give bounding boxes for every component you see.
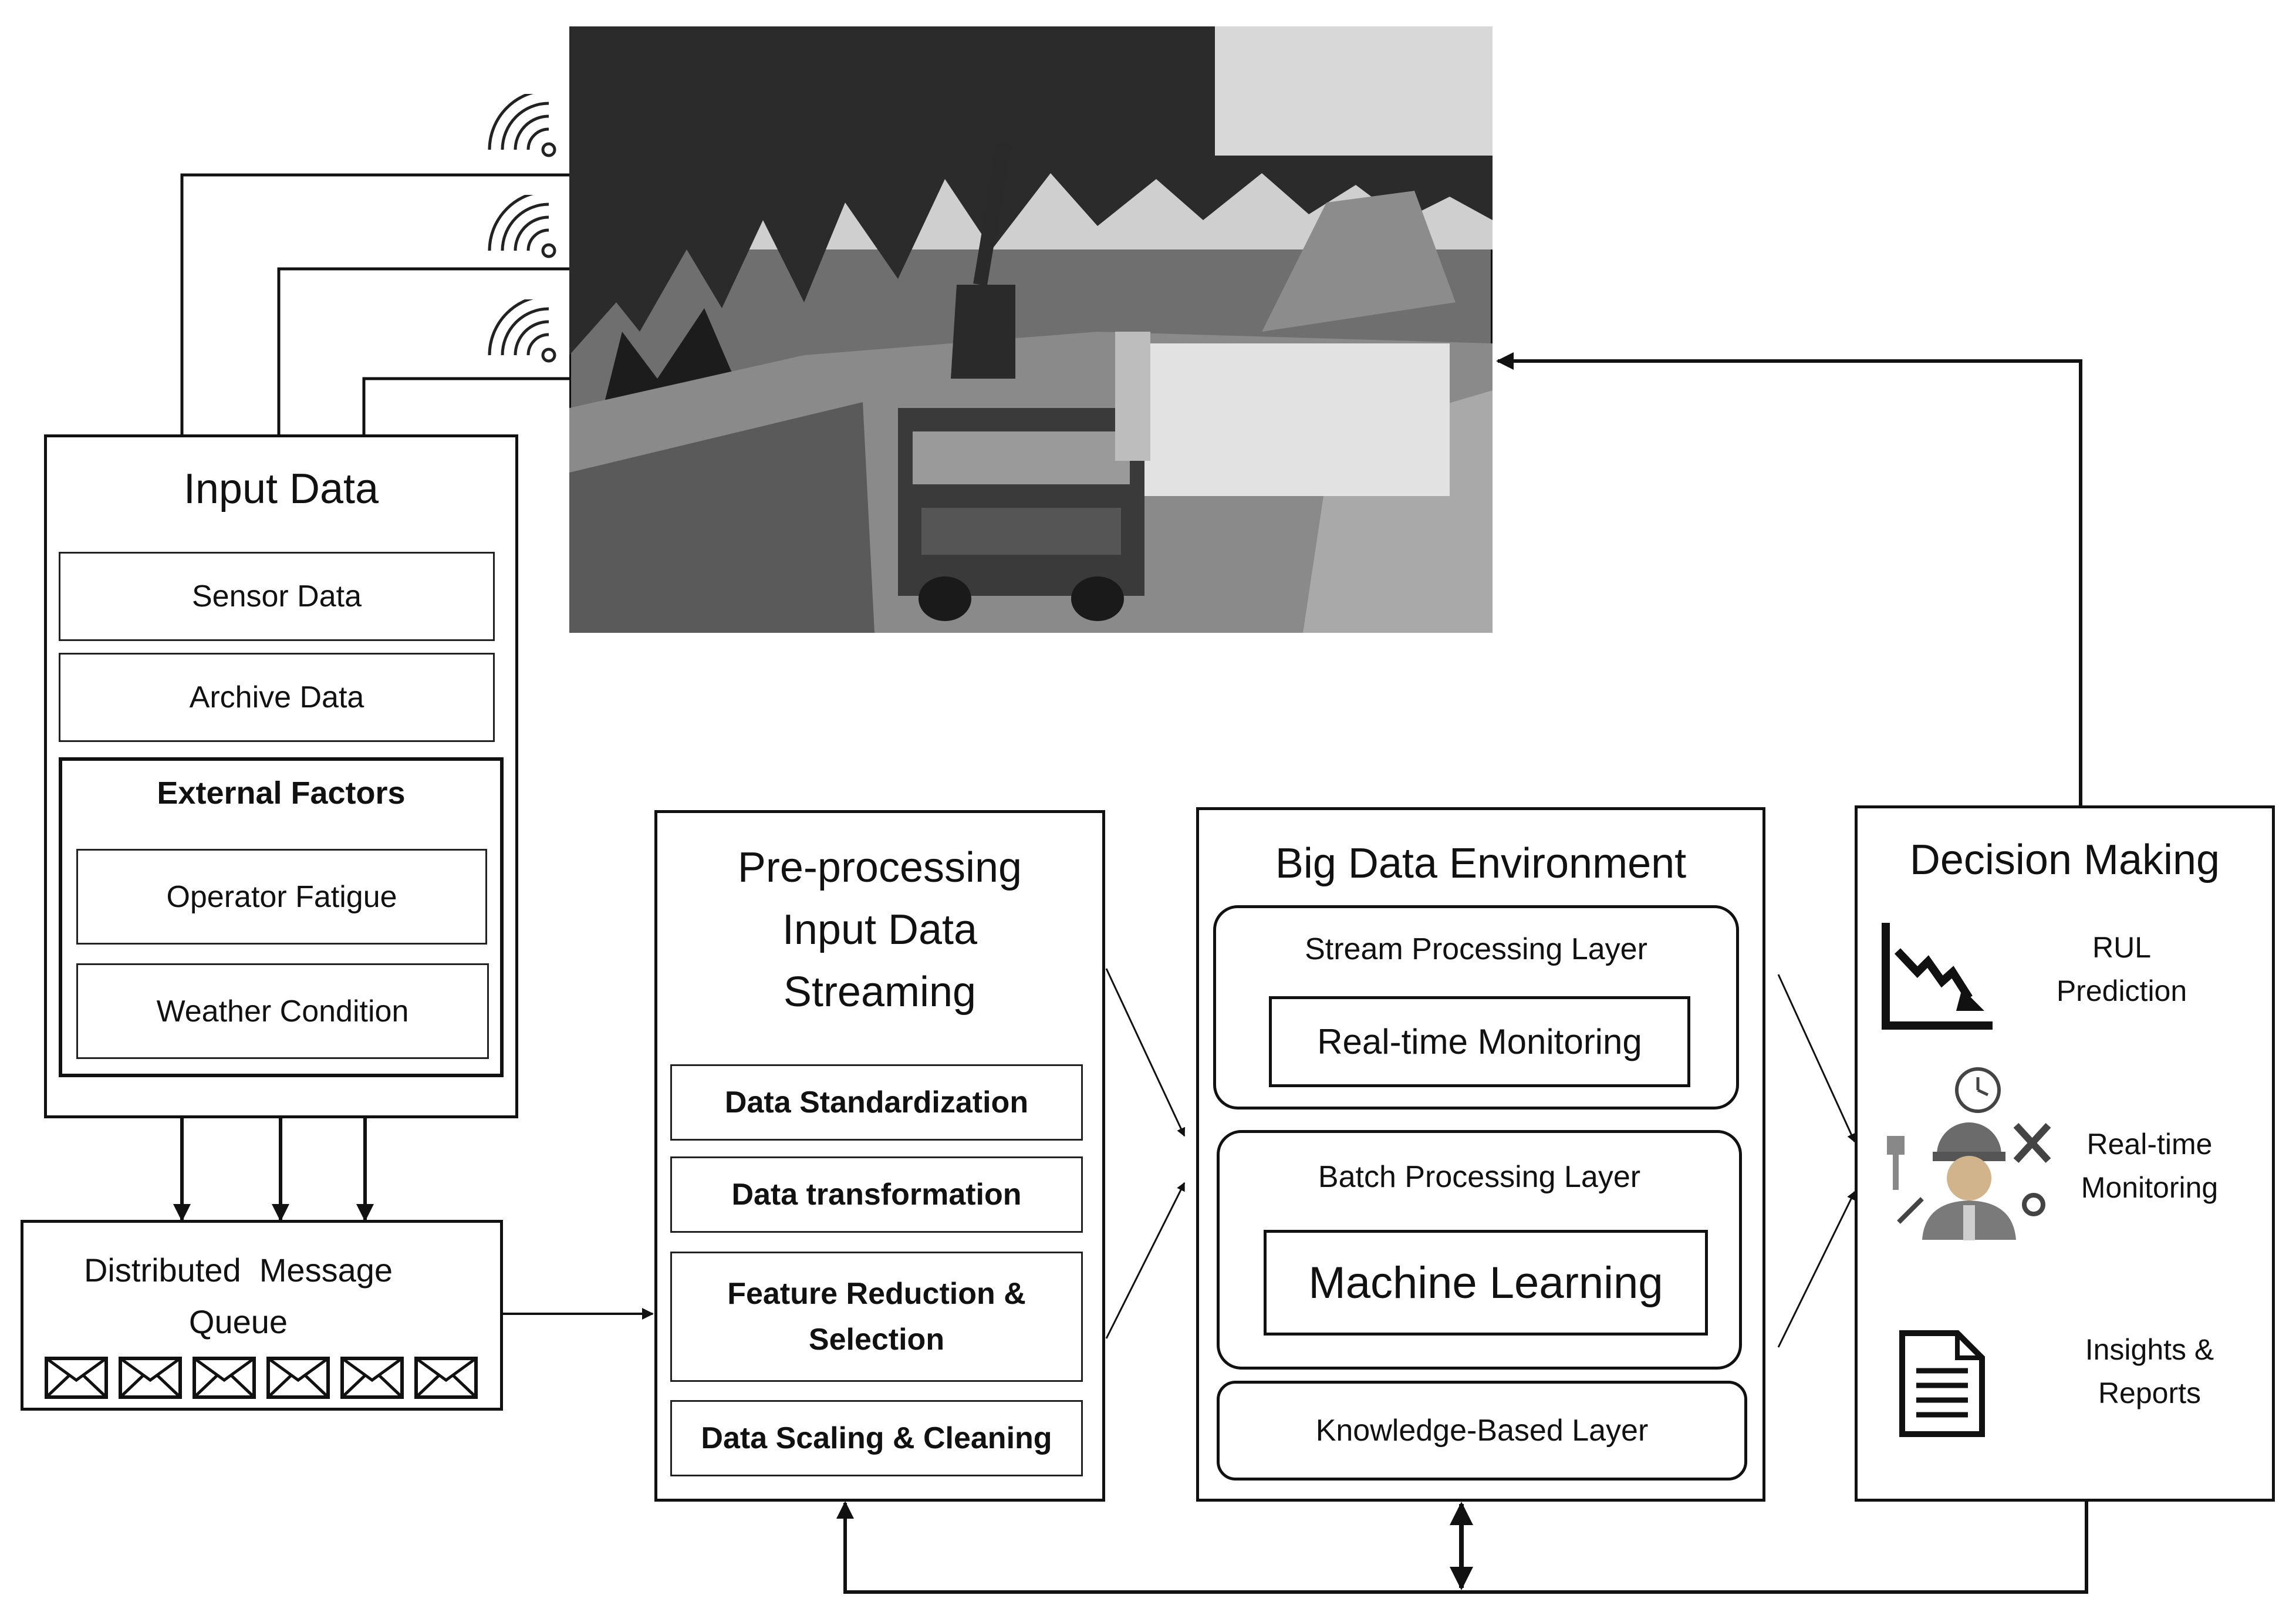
feature-selection-label: Selection — [808, 1323, 945, 1357]
data-standardization-box: Data Standardization — [670, 1064, 1083, 1141]
decision-making-title: Decision Making — [1909, 837, 2220, 883]
monitoring-label-line-1: Real-time — [2086, 1128, 2213, 1161]
feature-reduction-box: Feature Reduction & Selection — [670, 1252, 1083, 1382]
decision-making-panel: Decision Making RUL Prediction Real-time… — [1855, 805, 2275, 1502]
realtime-monitoring-side-label: Real-time Monitoring — [2060, 1122, 2239, 1209]
realtime-monitoring-box: Real-time Monitoring — [1269, 996, 1690, 1087]
feature-reduction-label: Feature Reduction & — [727, 1277, 1026, 1311]
feed-line-3 — [362, 377, 569, 434]
reports-label-line-2: Reports — [2098, 1377, 2202, 1409]
preprocessing-title-line-3: Streaming — [783, 969, 977, 1016]
stream-processing-layer: Stream Processing Layer Real-time Monito… — [1213, 905, 1739, 1109]
feed-line-2 — [277, 267, 569, 434]
archive-data-box: Archive Data — [59, 653, 495, 742]
rul-label-line-1: RUL — [2092, 931, 2152, 964]
message-queue-panel: Distributed Message Queue — [21, 1220, 503, 1411]
reports-label-line-1: Insights & — [2085, 1333, 2214, 1366]
batch-layer-label: Batch Processing Layer — [1318, 1160, 1641, 1194]
envelope-icon — [340, 1357, 404, 1399]
preprocessing-panel: Pre-processing Input Data Streaming Data… — [654, 810, 1105, 1502]
operator-fatigue-label: Operator Fatigue — [166, 879, 397, 914]
machine-learning-box: Machine Learning — [1264, 1230, 1708, 1336]
data-scaling-box: Data Scaling & Cleaning — [670, 1400, 1083, 1476]
wifi-icon — [488, 195, 556, 258]
envelope-icon — [119, 1357, 182, 1399]
rul-label-line-2: Prediction — [2056, 974, 2187, 1007]
envelope-icon — [266, 1357, 330, 1399]
feedback-loop — [836, 1501, 2088, 1594]
feed-line-1 — [180, 173, 569, 434]
insights-reports-label: Insights & Reports — [2060, 1328, 2239, 1415]
rul-prediction-label: RUL Prediction — [2034, 926, 2210, 1013]
external-factors-title: External Factors — [157, 775, 406, 811]
preprocessing-title-line-1: Pre-processing — [737, 844, 1022, 891]
technician-icon — [1887, 1067, 2051, 1240]
big-data-panel: Big Data Environment Stream Processing L… — [1196, 807, 1765, 1502]
sensor-data-label: Sensor Data — [191, 579, 362, 613]
data-standardization-label: Data Standardization — [724, 1085, 1029, 1119]
knowledge-layer-label: Knowledge-Based Layer — [1315, 1414, 1649, 1448]
data-scaling-label: Data Scaling & Cleaning — [701, 1421, 1052, 1455]
weather-condition-box: Weather Condition — [76, 963, 489, 1059]
stream-layer-label: Stream Processing Layer — [1305, 932, 1647, 966]
arrow-bigdata-decision-1 — [1777, 974, 1856, 1143]
data-transformation-label: Data transformation — [731, 1178, 1022, 1212]
arrow-decision-photo — [1496, 352, 2082, 807]
envelope-row — [45, 1357, 478, 1399]
arrow-bigdata-decision-2 — [1777, 1191, 1856, 1348]
arrow-pre-bigdata-1 — [1105, 968, 1186, 1137]
batch-processing-layer: Batch Processing Layer Machine Learning — [1217, 1130, 1742, 1370]
declining-chart-icon — [1882, 923, 1993, 1030]
envelope-icon — [193, 1357, 256, 1399]
monitoring-label-line-2: Monitoring — [2081, 1171, 2219, 1204]
wifi-icon — [488, 299, 556, 363]
sensor-data-box: Sensor Data — [59, 552, 495, 641]
document-icon — [1899, 1330, 1985, 1437]
queue-title-line-1: Distributed Message — [83, 1252, 393, 1289]
operator-fatigue-box: Operator Fatigue — [76, 849, 487, 945]
wifi-icon — [488, 94, 556, 157]
knowledge-based-layer: Knowledge-Based Layer — [1217, 1381, 1747, 1481]
archive-data-label: Archive Data — [189, 680, 364, 714]
big-data-title: Big Data Environment — [1275, 840, 1687, 887]
preprocessing-title-line-2: Input Data — [782, 906, 978, 953]
external-factors-box: External Factors Operator Fatigue Weathe… — [59, 757, 504, 1077]
machine-learning-label: Machine Learning — [1308, 1257, 1663, 1308]
realtime-monitoring-label: Real-time Monitoring — [1317, 1022, 1642, 1061]
envelope-icon — [414, 1357, 478, 1399]
arrow-pre-bigdata-2 — [1105, 1182, 1186, 1339]
input-data-title: Input Data — [183, 466, 379, 512]
envelope-icon — [45, 1357, 108, 1399]
queue-title-line-2: Queue — [188, 1303, 288, 1340]
input-data-panel: Input Data Sensor Data Archive Data Exte… — [44, 434, 518, 1118]
weather-condition-label: Weather Condition — [156, 994, 409, 1028]
forestry-machine-photo — [569, 26, 1493, 633]
data-transformation-box: Data transformation — [670, 1156, 1083, 1233]
